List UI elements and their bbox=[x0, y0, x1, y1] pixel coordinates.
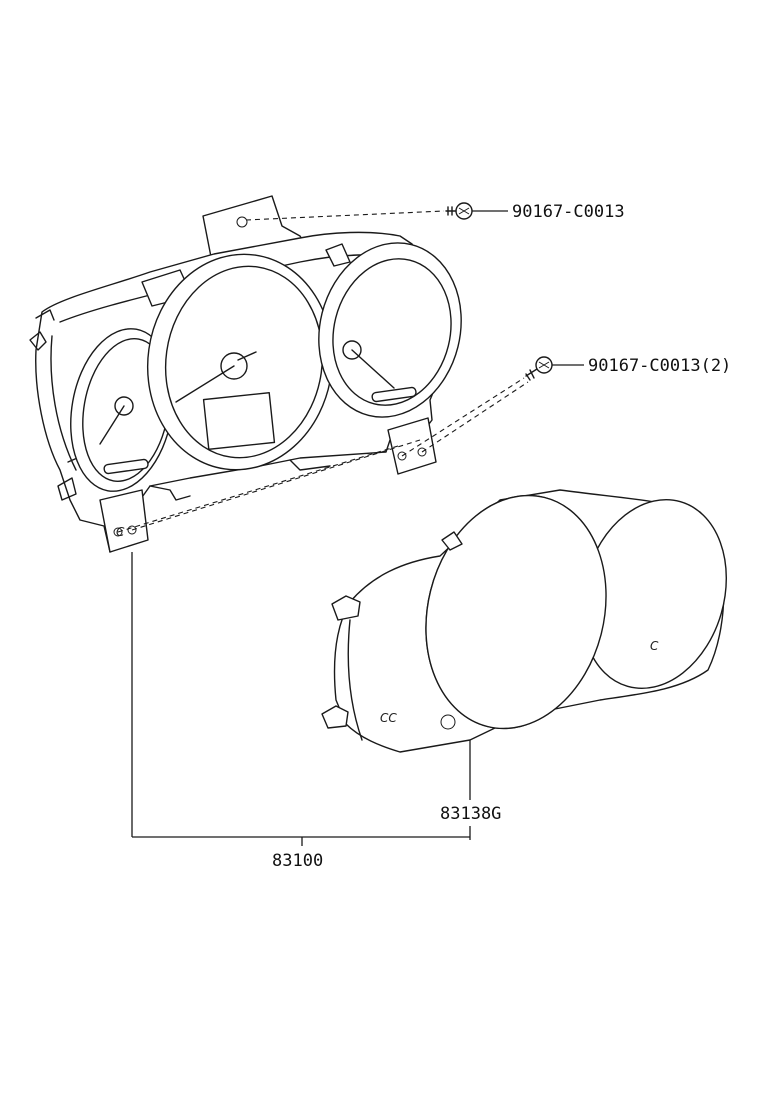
assembly-lines bbox=[117, 210, 529, 533]
leader-lines bbox=[131, 210, 584, 846]
meter-lens: CC C bbox=[321, 489, 728, 753]
lens-right-mark: C bbox=[650, 639, 659, 653]
combination-meter-assembly: C bbox=[29, 195, 462, 553]
lens-left-mark: CC bbox=[380, 711, 397, 725]
part-label-screw-side: 90167-C0013(2) bbox=[588, 356, 731, 376]
meter-bracket-mark: C bbox=[116, 525, 125, 539]
screw-top-icon bbox=[445, 202, 473, 220]
screw-side-icon bbox=[525, 356, 553, 381]
part-label-meter-assembly: 83100 bbox=[272, 851, 323, 871]
part-label-screw-top: 90167-C0013 bbox=[512, 202, 625, 222]
part-label-lens: 83138G bbox=[440, 804, 501, 824]
